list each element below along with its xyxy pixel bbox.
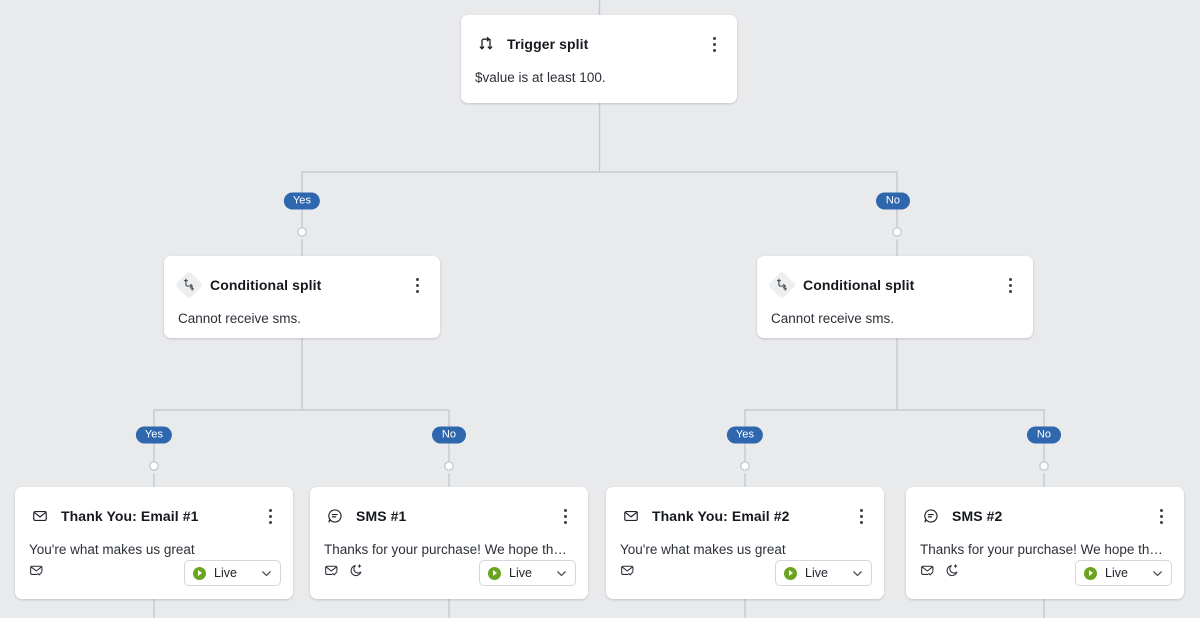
quiet-hours-moon-icon[interactable]	[945, 563, 960, 583]
status-dropdown[interactable]: Live	[1075, 560, 1172, 586]
play-circle-icon	[784, 566, 797, 580]
play-circle-icon	[1084, 566, 1097, 580]
chevron-down-icon	[555, 567, 568, 580]
chevron-down-icon	[1151, 567, 1164, 580]
card-header: Conditional split	[757, 256, 1033, 300]
chevron-down-icon	[260, 567, 273, 580]
status-dropdown[interactable]: Live	[775, 560, 872, 586]
node-title: Conditional split	[210, 277, 322, 293]
kebab-menu-icon[interactable]	[1152, 505, 1170, 527]
node-description: You're what makes us great	[620, 542, 786, 557]
card-header: SMS #1	[310, 487, 588, 531]
node-email-2[interactable]: Thank You: Email #2 You're what makes us…	[606, 487, 884, 599]
play-circle-icon	[193, 566, 206, 580]
node-description: Cannot receive sms.	[178, 311, 302, 326]
kebab-menu-icon[interactable]	[556, 505, 574, 527]
play-circle-icon	[488, 566, 501, 580]
envelope-icon	[620, 505, 642, 527]
node-title: Trigger split	[507, 36, 589, 52]
trigger-split-icon	[475, 33, 497, 55]
node-title: Thank You: Email #2	[652, 508, 790, 524]
node-email-1[interactable]: Thank You: Email #1 You're what makes us…	[15, 487, 293, 599]
status-label: Live	[805, 566, 828, 580]
card-header: Thank You: Email #2	[606, 487, 884, 531]
status-label: Live	[509, 566, 532, 580]
node-trigger-split[interactable]: Trigger split $value is at least 100.	[461, 15, 737, 103]
envelope-check-icon[interactable]	[29, 563, 44, 583]
card-footer: Live	[606, 559, 884, 599]
node-title: SMS #1	[356, 508, 407, 524]
status-label: Live	[1105, 566, 1128, 580]
sms-bubble-icon	[324, 505, 346, 527]
branch-label-trigger-no[interactable]: No	[876, 192, 910, 210]
node-description: Thanks for your purchase! We hope that .…	[920, 542, 1176, 557]
card-header: Thank You: Email #1	[15, 487, 293, 531]
card-header: Trigger split	[461, 15, 737, 59]
envelope-icon	[29, 505, 51, 527]
card-footer: Live	[310, 559, 588, 599]
branch-label-right-no[interactable]: No	[1027, 426, 1061, 444]
branch-label-left-no[interactable]: No	[432, 426, 466, 444]
kebab-menu-icon[interactable]	[852, 505, 870, 527]
node-conditional-split-left[interactable]: Conditional split Cannot receive sms.	[164, 256, 440, 338]
card-footer: Live	[906, 559, 1184, 599]
sms-bubble-icon	[920, 505, 942, 527]
node-conditional-split-right[interactable]: Conditional split Cannot receive sms.	[757, 256, 1033, 338]
footer-icon-group	[620, 563, 635, 583]
status-dropdown[interactable]: Live	[184, 560, 281, 586]
chevron-down-icon	[851, 567, 864, 580]
quiet-hours-moon-icon[interactable]	[349, 563, 364, 583]
node-sms-1[interactable]: SMS #1 Thanks for your purchase! We hope…	[310, 487, 588, 599]
kebab-menu-icon[interactable]	[705, 33, 723, 55]
node-title: Conditional split	[803, 277, 915, 293]
kebab-menu-icon[interactable]	[1001, 274, 1019, 296]
kebab-menu-icon[interactable]	[261, 505, 279, 527]
branch-label-trigger-yes[interactable]: Yes	[283, 192, 321, 210]
conditional-split-icon	[771, 274, 793, 296]
node-description: $value is at least 100.	[475, 70, 606, 85]
footer-icon-group	[29, 563, 44, 583]
card-header: Conditional split	[164, 256, 440, 300]
envelope-check-icon[interactable]	[324, 563, 339, 583]
card-footer: Live	[15, 559, 293, 599]
branch-label-left-yes[interactable]: Yes	[135, 426, 173, 444]
status-dropdown[interactable]: Live	[479, 560, 576, 586]
branch-label-right-yes[interactable]: Yes	[726, 426, 764, 444]
node-description: Thanks for your purchase! We hope that .…	[324, 542, 580, 557]
footer-icon-group	[920, 563, 960, 583]
footer-icon-group	[324, 563, 364, 583]
envelope-check-icon[interactable]	[620, 563, 635, 583]
node-description: You're what makes us great	[29, 542, 195, 557]
card-header: SMS #2	[906, 487, 1184, 531]
node-title: SMS #2	[952, 508, 1003, 524]
node-title: Thank You: Email #1	[61, 508, 199, 524]
node-description: Cannot receive sms.	[771, 311, 895, 326]
kebab-menu-icon[interactable]	[408, 274, 426, 296]
node-sms-2[interactable]: SMS #2 Thanks for your purchase! We hope…	[906, 487, 1184, 599]
conditional-split-icon	[178, 274, 200, 296]
status-label: Live	[214, 566, 237, 580]
envelope-check-icon[interactable]	[920, 563, 935, 583]
